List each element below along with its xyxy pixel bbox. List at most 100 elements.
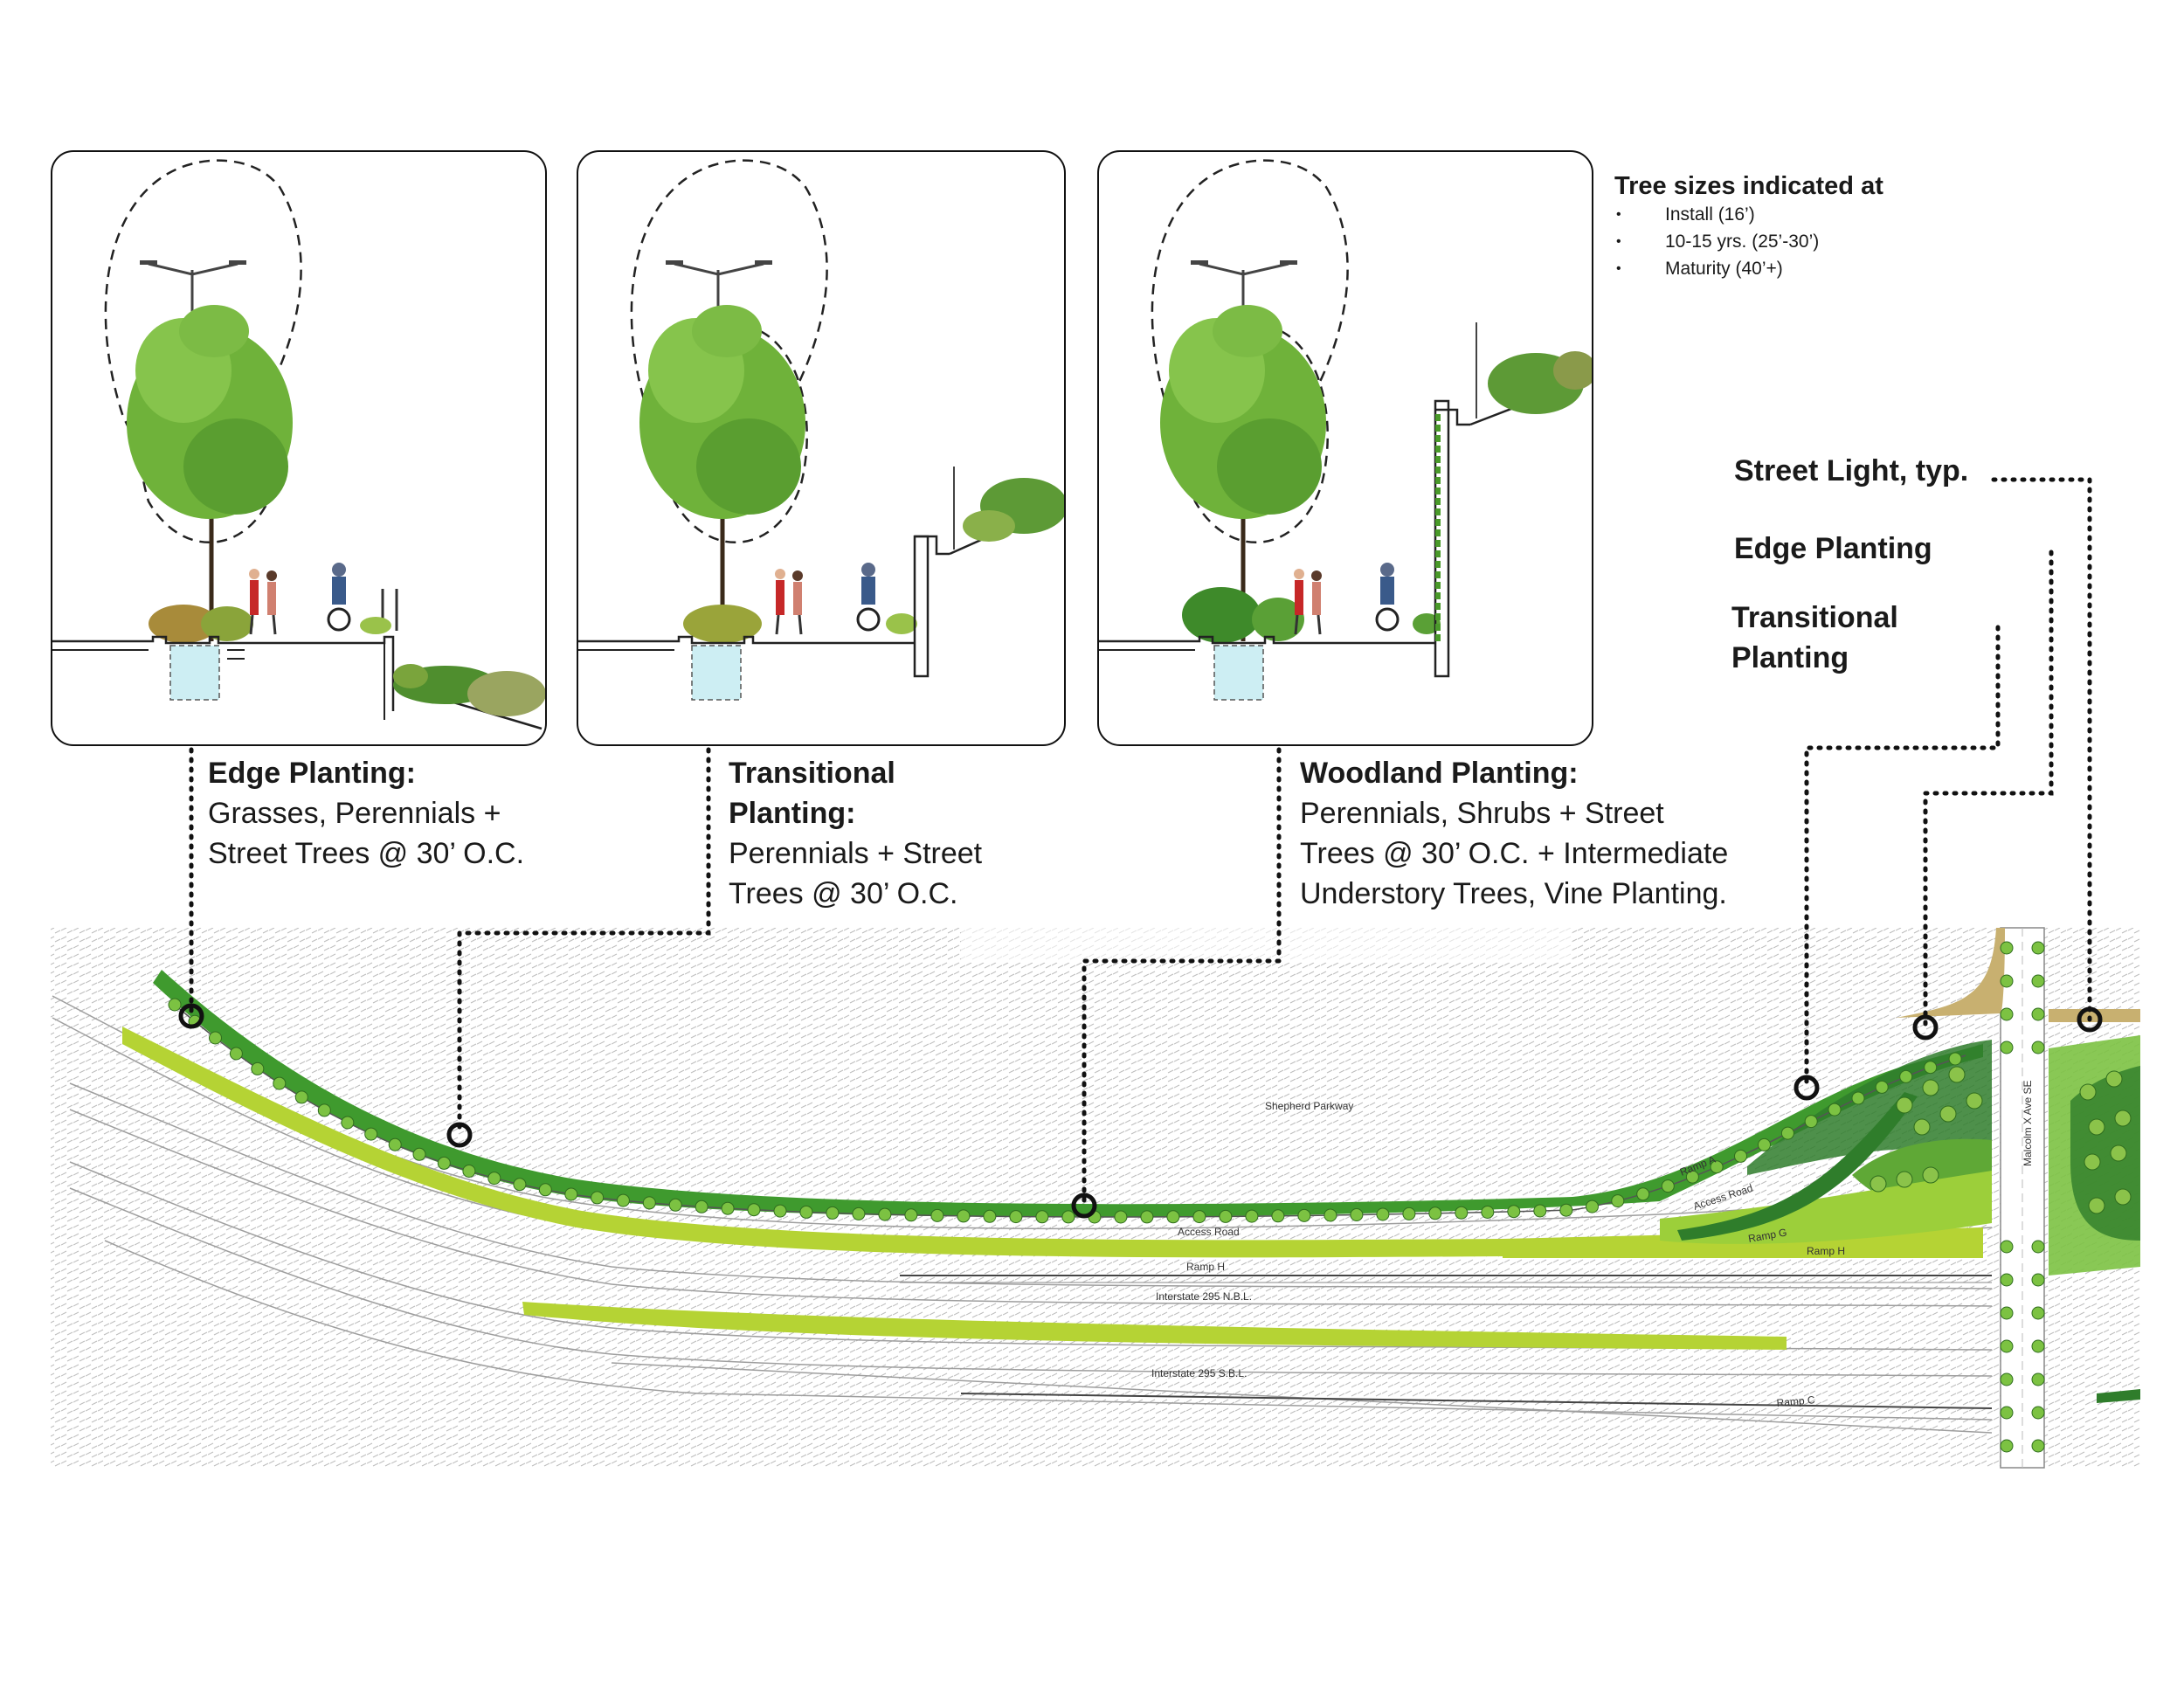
- section-panel-edge: [51, 150, 547, 746]
- street-tree-icon: [1875, 1080, 1889, 1094]
- street-tree-icon: [1559, 1203, 1573, 1217]
- section-panel-transitional: [577, 150, 1066, 746]
- leader-lines: [189, 477, 2092, 1208]
- street-tree-icon: [904, 1208, 918, 1222]
- street-tree-icon: [1350, 1208, 1364, 1221]
- callout-markers: [178, 1003, 2103, 1219]
- street-tree-icon: [229, 1047, 243, 1061]
- street-tree-icon: [2000, 1007, 2014, 1021]
- bed-tree-icon: [2084, 1153, 2101, 1171]
- transitional-section-drawing: [578, 159, 1064, 701]
- street-tree-icon: [1009, 1210, 1023, 1224]
- callout-body-line: Grasses, Perennials +: [208, 797, 501, 830]
- grass-icon: [683, 605, 762, 643]
- cyclist-icon: [856, 563, 881, 632]
- callout-body-line: Understory Trees, Vine Planting.: [1300, 877, 1727, 910]
- street-tree-icon: [1804, 1115, 1818, 1129]
- street-tree-icon: [1710, 1160, 1724, 1174]
- tree-size-legend: Tree sizes indicated at Install (16’) 10…: [1614, 171, 1883, 282]
- street-tree-icon: [2031, 1439, 2045, 1453]
- street-tree-icon: [1685, 1170, 1699, 1184]
- street-tree-icon: [2000, 1273, 2014, 1287]
- street-tree-icon: [1114, 1210, 1128, 1224]
- legend-item: Install (16’): [1614, 201, 1883, 228]
- callout-woodland-planting: Woodland Planting: Perennials, Shrubs + …: [1300, 753, 1728, 914]
- callout-marker-transitional: [446, 1122, 473, 1148]
- callout-title: Woodland Planting:: [1300, 757, 1579, 790]
- street-tree-icon: [1734, 1149, 1747, 1163]
- street-tree-icon: [2031, 1007, 2045, 1021]
- street-tree-icon: [1851, 1091, 1865, 1105]
- street-tree-icon: [930, 1208, 944, 1222]
- street-tree-icon: [957, 1209, 971, 1223]
- street-tree-icon: [616, 1193, 630, 1207]
- street-tree-icon: [364, 1127, 378, 1141]
- street-tree-icon: [1455, 1206, 1469, 1220]
- street-tree-icon: [2031, 1240, 2045, 1254]
- bed-tree-icon: [1896, 1096, 1913, 1114]
- street-tree-icon: [1507, 1205, 1521, 1219]
- street-tree-icon: [1533, 1204, 1547, 1218]
- ground-profile: [578, 635, 915, 645]
- callout-body-line: Trees @ 30’ O.C.: [729, 877, 958, 910]
- bed-tree-icon: [2088, 1118, 2105, 1136]
- bioretention-cell: [691, 645, 742, 701]
- bed-tree-icon: [1922, 1079, 1939, 1096]
- callout-body-line: Trees @ 30’ O.C. + Intermediate: [1300, 837, 1729, 870]
- bed-tree-icon: [2105, 1070, 2123, 1088]
- street-tree-icon: [2000, 1041, 2014, 1054]
- street-tree-icon: [538, 1183, 552, 1197]
- bed-tree-icon: [1966, 1092, 1983, 1110]
- street-tree-icon: [1160, 305, 1326, 641]
- callout-body-line: Perennials, Shrubs + Street: [1300, 797, 1664, 830]
- street-tree-icon: [2000, 974, 2014, 988]
- plan-label-malcolm-x: Malcolm X Ave SE: [2022, 1081, 2034, 1166]
- plan-label-access-road: Access Road: [1178, 1226, 1240, 1238]
- plan-label-ramp-h: Ramp H: [1186, 1261, 1225, 1273]
- callout-edge-planting: Edge Planting: Grasses, Perennials + Str…: [208, 753, 524, 874]
- street-tree-icon: [437, 1156, 451, 1170]
- bed-tree-icon: [2114, 1188, 2132, 1206]
- street-tree-icon: [168, 998, 182, 1012]
- street-tree-icon: [2031, 1406, 2045, 1420]
- bed-tree-icon: [1948, 1066, 1966, 1083]
- street-tree-icon: [2031, 1372, 2045, 1386]
- street-tree-icon: [2000, 1406, 2014, 1420]
- street-tree-icon: [1061, 1210, 1075, 1224]
- street-tree-icon: [1245, 1209, 1259, 1223]
- woodland-section-drawing: [1099, 159, 1592, 701]
- street-tree-icon: [564, 1187, 578, 1201]
- ground-profile: [1099, 635, 1435, 645]
- label-transitional-planting: Transitional Planting: [1731, 598, 1898, 678]
- bed-tree-icon: [1913, 1118, 1931, 1136]
- street-tree-icon: [1166, 1210, 1180, 1224]
- street-tree-icon: [1948, 1052, 1962, 1066]
- label-line: Planting: [1731, 641, 1849, 674]
- street-tree-icon: [251, 1061, 265, 1075]
- street-tree-icon: [2000, 941, 2014, 955]
- pedestrian-icon: [1294, 569, 1322, 635]
- callout-marker-street-light: [2077, 1006, 2103, 1033]
- street-tree-icon: [721, 1201, 735, 1215]
- ramp-c-line: [960, 1393, 1993, 1409]
- callout-marker-woodland: [1071, 1193, 1097, 1219]
- ground-profile: [52, 635, 395, 711]
- street-tree-icon: [1271, 1209, 1285, 1223]
- street-tree-icon: [2031, 1041, 2045, 1054]
- street-tree-icon: [1035, 1210, 1049, 1224]
- street-tree-icon: [1481, 1206, 1495, 1219]
- bed-tree-icon: [1896, 1171, 1913, 1188]
- street-tree-icon: [2031, 1339, 2045, 1353]
- street-tree-icon: [1324, 1208, 1337, 1222]
- street-tree-icon: [1297, 1208, 1311, 1222]
- street-tree-icon: [695, 1200, 708, 1213]
- street-tree-icon: [412, 1147, 426, 1161]
- street-tree-icon: [487, 1172, 501, 1186]
- callout-title: Edge Planting:: [208, 757, 416, 790]
- label-edge-planting: Edge Planting: [1734, 532, 1932, 565]
- street-tree-icon: [1402, 1206, 1416, 1220]
- pedestrian-icon: [775, 569, 803, 635]
- street-tree-icon: [388, 1137, 402, 1151]
- plan-label-ramp-h-2: Ramp H: [1807, 1245, 1845, 1257]
